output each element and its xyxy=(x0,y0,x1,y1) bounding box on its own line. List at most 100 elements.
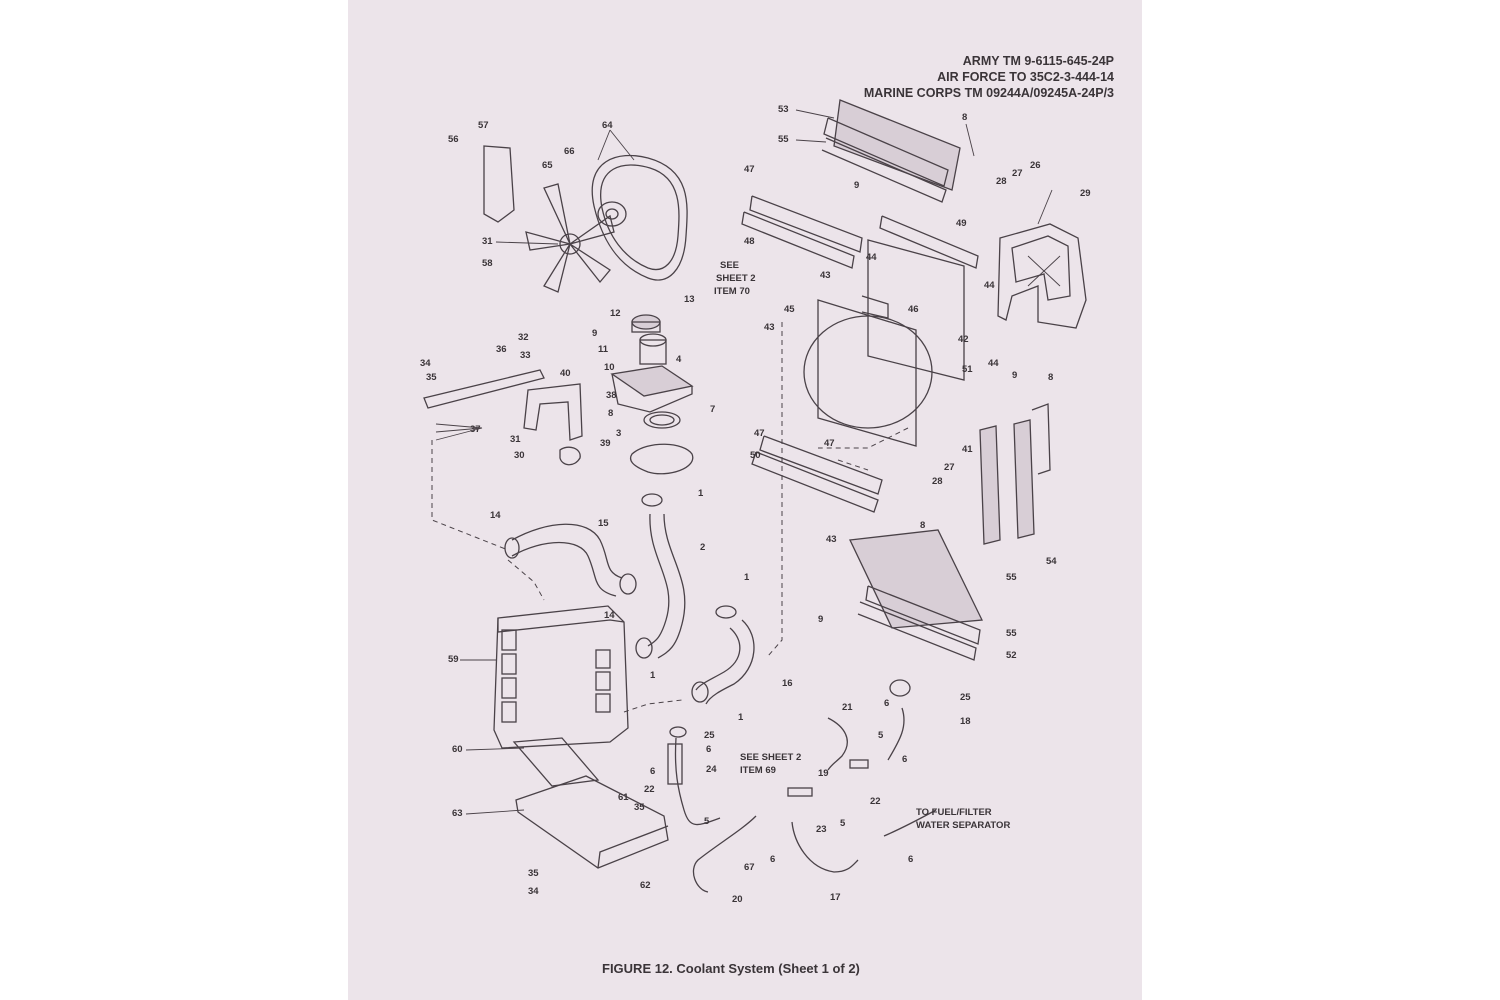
callout-12: 12 xyxy=(610,308,621,319)
callout-61: 61 xyxy=(618,792,629,803)
hoses-17-20-21 xyxy=(674,707,937,893)
callout-5: 5 xyxy=(840,818,846,829)
callout-33: 33 xyxy=(520,350,531,361)
callout-35: 35 xyxy=(634,802,645,813)
callout-47: 47 xyxy=(754,428,765,439)
callout-1: 1 xyxy=(744,572,750,583)
callout-14: 14 xyxy=(604,610,615,621)
callout-39: 39 xyxy=(600,438,611,449)
callout-6: 6 xyxy=(706,744,711,755)
callout-27: 27 xyxy=(944,462,955,473)
bracket-57 xyxy=(483,145,515,223)
callout-17: 17 xyxy=(830,892,841,903)
filler-neck-10 xyxy=(610,333,694,413)
callout-3: 3 xyxy=(616,428,621,439)
fittings xyxy=(667,679,911,797)
callout-34: 34 xyxy=(528,886,539,897)
callout-18: 18 xyxy=(960,716,971,727)
callout-28: 28 xyxy=(932,476,943,487)
dashed-connection-lines xyxy=(431,322,909,713)
callout-56: 56 xyxy=(448,134,459,145)
callout-6: 6 xyxy=(902,754,907,765)
callout-2: 2 xyxy=(700,542,705,553)
callout-19: 19 xyxy=(818,768,829,779)
callout-63: 63 xyxy=(452,808,463,819)
callout-65: 65 xyxy=(542,160,553,171)
top-shroud-panel xyxy=(821,99,961,203)
callout-43: 43 xyxy=(764,322,775,333)
callout-55: 55 xyxy=(1006,572,1017,583)
callout-64: 64 xyxy=(602,120,613,131)
callout-20: 20 xyxy=(732,894,743,905)
callout-41: 41 xyxy=(962,444,973,455)
gasket-3 xyxy=(643,411,681,429)
callout-6: 6 xyxy=(650,766,655,777)
callout-35: 35 xyxy=(426,372,437,383)
callout-9: 9 xyxy=(854,180,859,191)
callout-57: 57 xyxy=(478,120,489,131)
callout-46: 46 xyxy=(908,304,919,315)
callout-1: 1 xyxy=(698,488,704,499)
hose-2 xyxy=(647,513,686,659)
bracket-40 xyxy=(523,383,583,466)
callout-48: 48 xyxy=(744,236,755,247)
callout-24: 24 xyxy=(706,764,717,775)
callout-59: 59 xyxy=(448,654,459,665)
see-sheet-2-item-70-line1: SEE xyxy=(720,260,739,271)
callout-15: 15 xyxy=(598,518,609,529)
callout-8: 8 xyxy=(920,520,925,531)
callout-26: 26 xyxy=(1030,160,1041,171)
fuel-filter-note-line2: WATER SEPARATOR xyxy=(916,820,1010,831)
fuel-filter-note-line1: TO FUEL/FILTER xyxy=(916,807,992,818)
callout-6: 6 xyxy=(908,854,913,865)
callout-54: 54 xyxy=(1046,556,1057,567)
callout-67: 67 xyxy=(744,862,755,873)
callout-43: 43 xyxy=(826,534,837,545)
callout-5: 5 xyxy=(704,816,710,827)
clamps xyxy=(504,493,737,703)
radiator-59 xyxy=(493,605,629,749)
callout-42: 42 xyxy=(958,334,969,345)
see-sheet-2-item-69-line2: ITEM 69 xyxy=(740,765,776,776)
callout-50: 50 xyxy=(750,450,761,461)
callout-38: 38 xyxy=(606,390,617,401)
callout-45: 45 xyxy=(784,304,795,315)
callout-53: 53 xyxy=(778,104,789,115)
callout-8: 8 xyxy=(962,112,967,123)
bracket-49 xyxy=(879,215,979,269)
radiator-cap-13 xyxy=(631,314,661,333)
leader-lines xyxy=(435,109,1053,815)
callout-23: 23 xyxy=(816,824,827,835)
fan-blade-65 xyxy=(525,183,615,293)
callout-9: 9 xyxy=(592,328,597,339)
callout-44: 44 xyxy=(988,358,999,369)
callout-27: 27 xyxy=(1012,168,1023,179)
callout-58: 58 xyxy=(482,258,493,269)
rod-36 xyxy=(423,369,545,409)
callout-16: 16 xyxy=(782,678,793,689)
bottom-bracket-50 xyxy=(751,435,883,513)
callout-55: 55 xyxy=(1006,628,1017,639)
callout-7: 7 xyxy=(710,404,715,415)
callout-44: 44 xyxy=(866,252,877,263)
coolant-system-diagram: 53 55 8 9 26 27 28 29 47 48 49 43 44 44 … xyxy=(420,99,1091,905)
figure-caption: FIGURE 12. Coolant System (Sheet 1 of 2) xyxy=(602,961,860,976)
callout-22: 22 xyxy=(870,796,881,807)
callout-25: 25 xyxy=(704,730,715,741)
fan-shroud-46 xyxy=(803,239,965,447)
callout-10: 10 xyxy=(604,362,615,373)
callout-13: 13 xyxy=(684,294,695,305)
callout-32: 32 xyxy=(518,332,529,343)
callout-40: 40 xyxy=(560,368,571,379)
callout-9: 9 xyxy=(1012,370,1017,381)
callout-9: 9 xyxy=(818,614,823,625)
callout-4: 4 xyxy=(676,354,682,365)
callout-34: 34 xyxy=(420,358,431,369)
callout-30: 30 xyxy=(514,450,525,461)
callout-5: 5 xyxy=(878,730,884,741)
callout-35: 35 xyxy=(528,868,539,879)
callout-31: 31 xyxy=(510,434,521,445)
see-sheet-2-item-70-line3: ITEM 70 xyxy=(714,286,750,297)
callout-6: 6 xyxy=(884,698,889,709)
v-belts-64 xyxy=(591,154,688,281)
